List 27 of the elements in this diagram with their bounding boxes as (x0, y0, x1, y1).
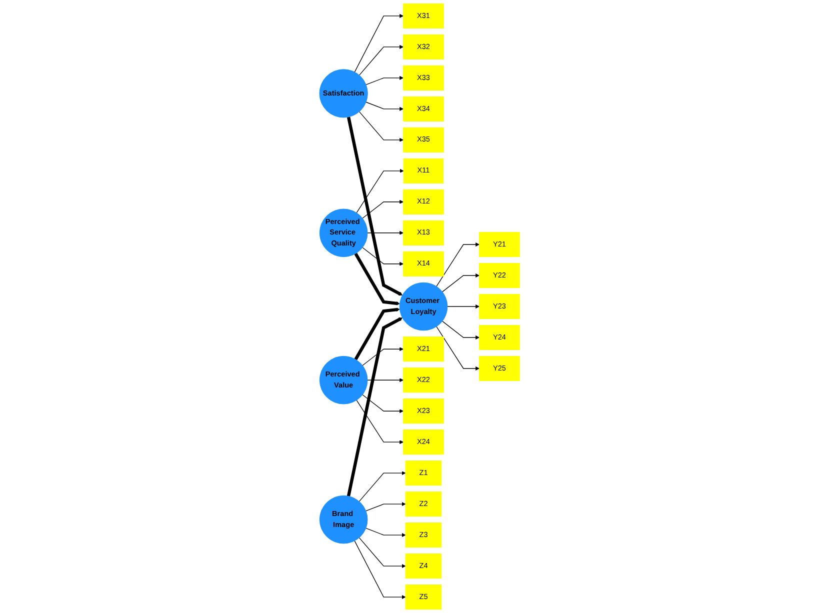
arrow (368, 230, 404, 235)
arrow (356, 400, 404, 444)
arrow (436, 242, 480, 287)
arrow (354, 14, 404, 72)
arrow (368, 378, 404, 382)
arrow (354, 308, 400, 360)
arrow (366, 102, 404, 111)
arrow (362, 394, 404, 414)
arrow (359, 471, 406, 502)
arrow (442, 274, 480, 292)
arrow (366, 528, 406, 538)
arrow (366, 502, 406, 512)
arrow (436, 326, 480, 370)
arrow (362, 347, 404, 366)
arrow (354, 540, 406, 600)
arrow (442, 320, 480, 340)
arrow (356, 168, 404, 214)
arrow (359, 44, 404, 76)
arrow (359, 111, 404, 142)
arrow (347, 317, 403, 496)
arrow (359, 537, 406, 568)
arrow (448, 304, 480, 308)
arrow (354, 252, 400, 306)
arrow (347, 116, 403, 296)
arrow (366, 76, 404, 86)
arrow (362, 200, 404, 219)
arrow (362, 247, 404, 266)
